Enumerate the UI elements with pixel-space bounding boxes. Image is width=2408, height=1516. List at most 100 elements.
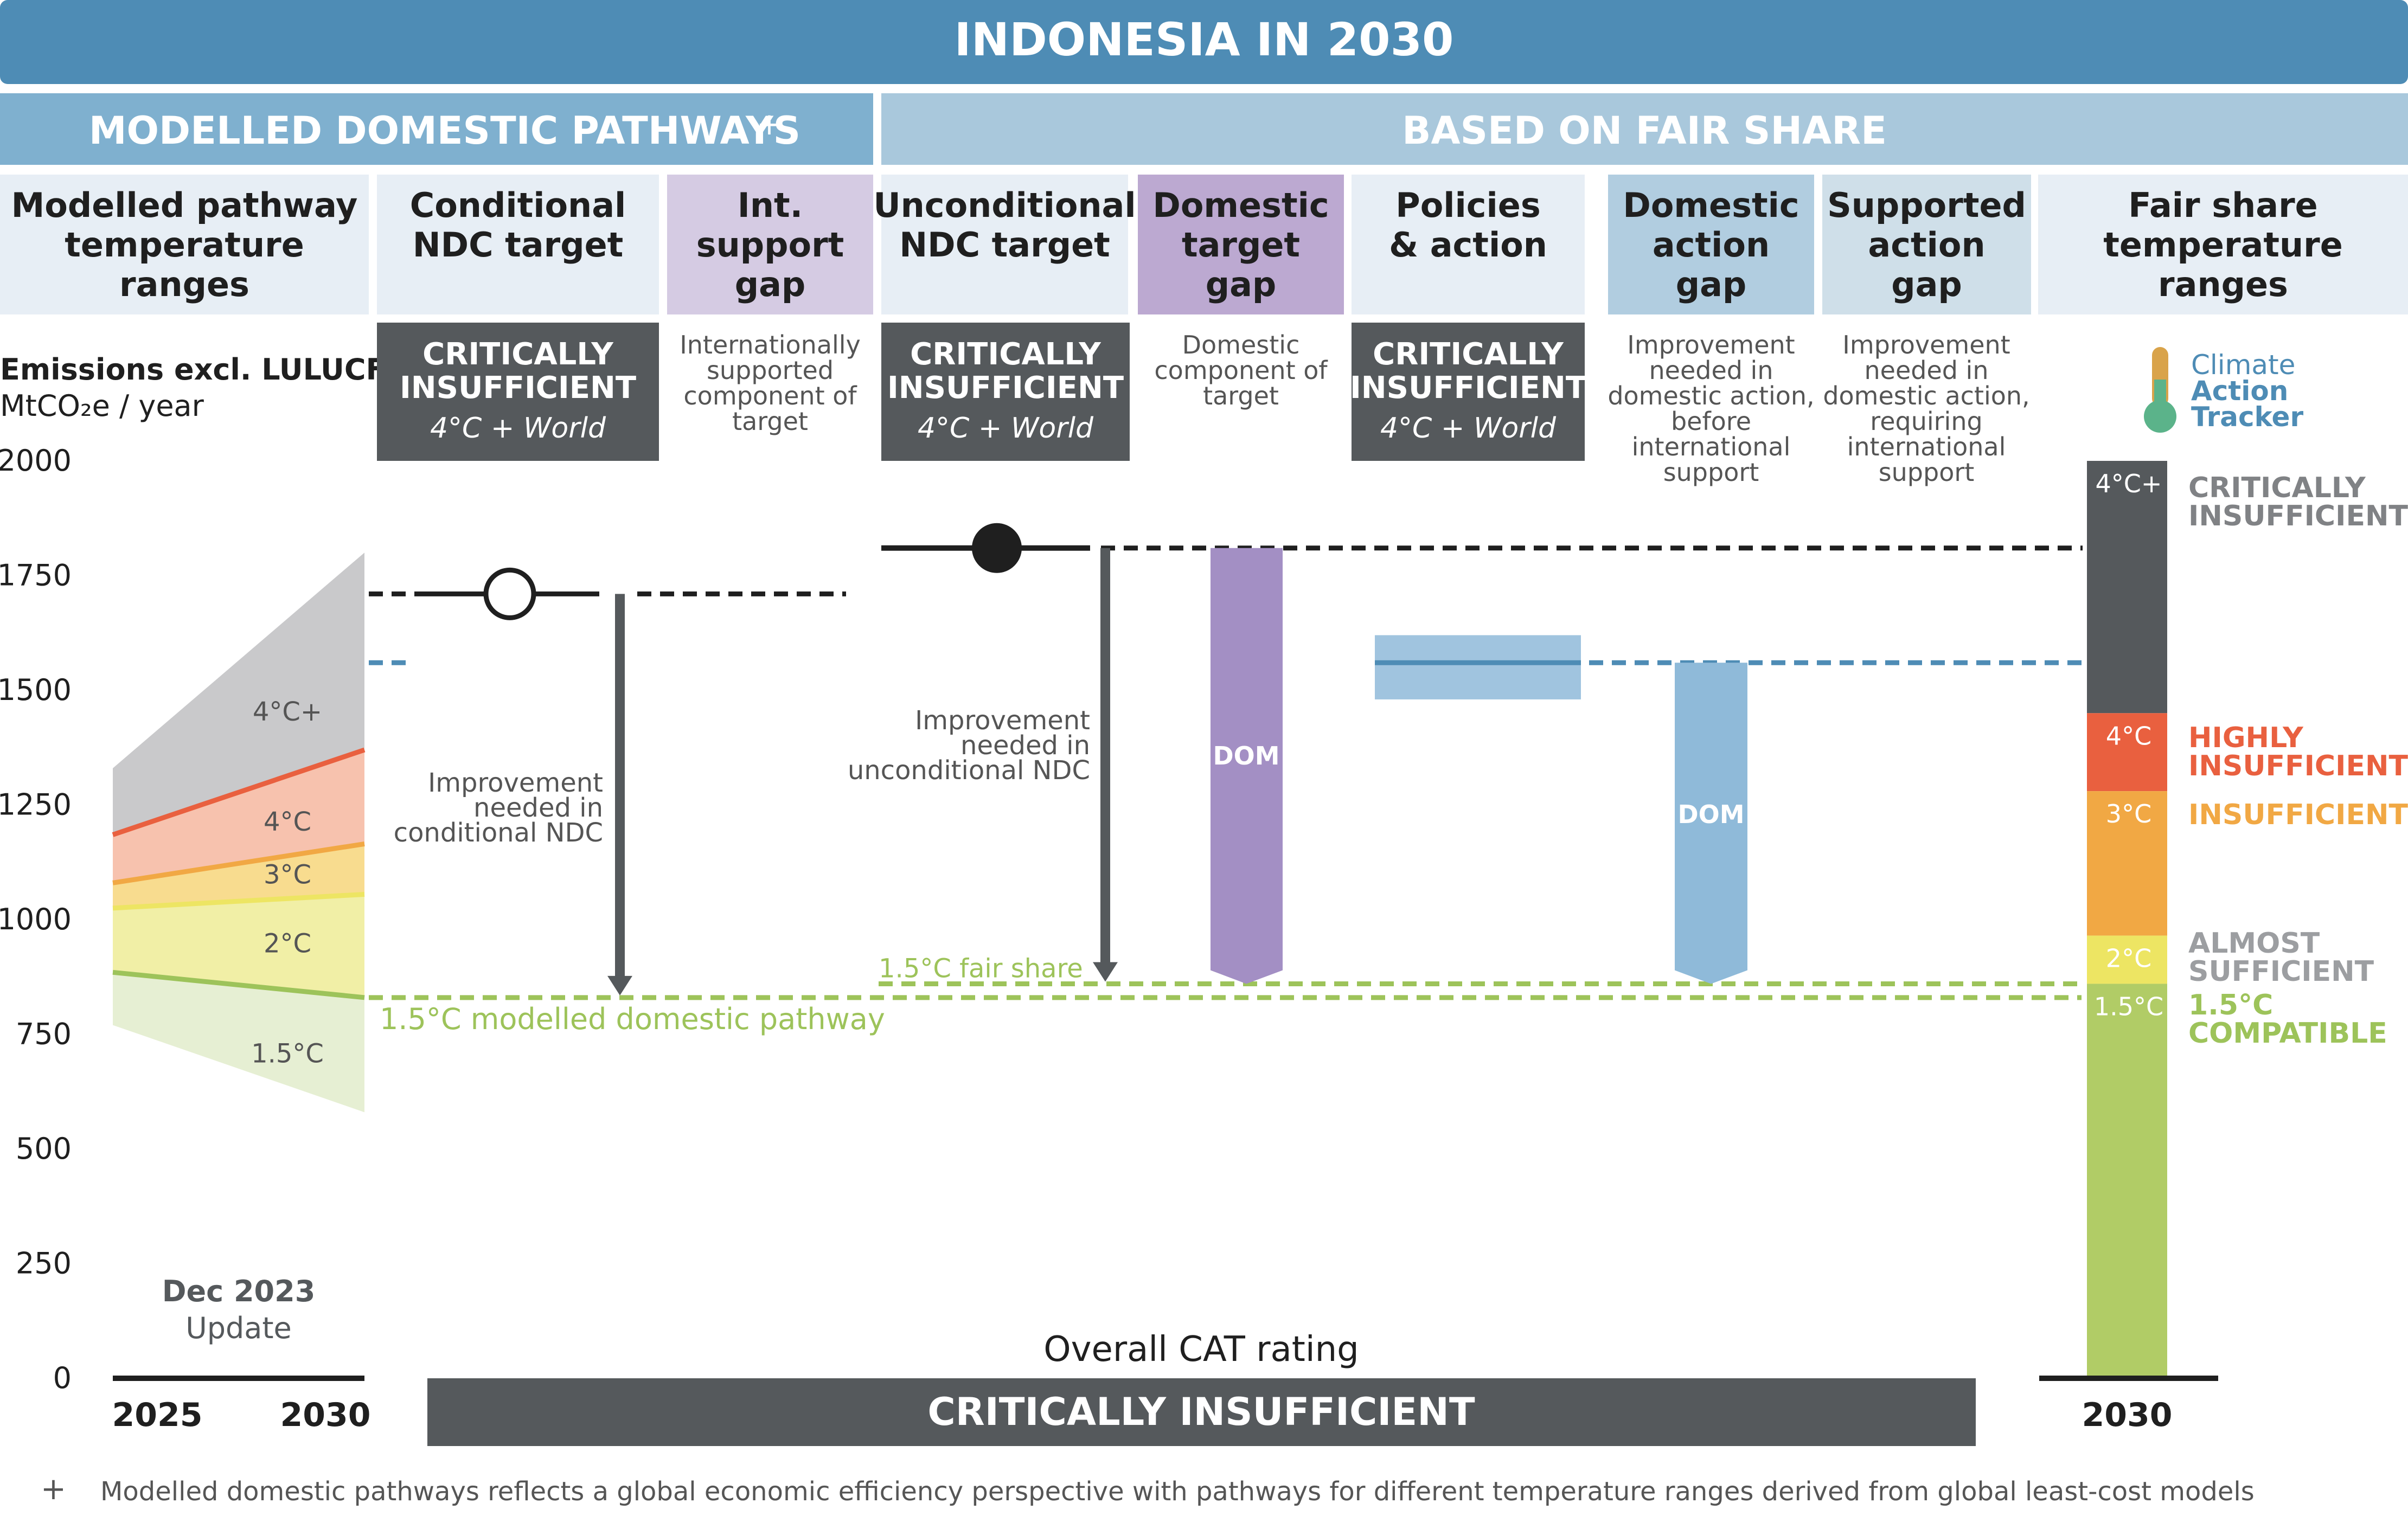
column-header-bg — [2038, 175, 2408, 314]
column-header-label: gap — [1676, 265, 1747, 304]
column-description: needed in — [1649, 356, 1773, 385]
x-tick-label: 2025 — [112, 1396, 203, 1434]
conditional-arrow-head — [607, 975, 632, 995]
column-description: component of — [1154, 356, 1328, 385]
y-tick-label: 750 — [16, 1017, 72, 1051]
column-description: domestic action, — [1823, 381, 2029, 410]
scale-temp-label: 4°C — [2106, 721, 2151, 750]
rating-label: CRITICALLY — [910, 337, 1101, 372]
footnote-marker: + — [41, 1472, 66, 1507]
y-axis-unit: MtCO₂e / year — [0, 389, 204, 423]
column-header-bg — [377, 175, 659, 314]
rating-label: INSUFFICIENT — [887, 370, 1124, 406]
scale-rating-label: CRITICALLY — [2188, 472, 2366, 504]
rating-label: INSUFFICIENT — [1350, 370, 1586, 406]
column-description: target — [732, 407, 808, 436]
column-header-bg — [881, 175, 1128, 314]
x-tick-label: 2030 — [280, 1396, 371, 1434]
scale-temp-label: 3°C — [2106, 799, 2151, 828]
scale-temp-label: 1.5°C — [2094, 992, 2163, 1021]
column-header-label: ranges — [2158, 265, 2288, 304]
band-label: 4°C — [264, 807, 311, 837]
logo-text: Tracker — [2191, 401, 2303, 433]
rating-label: INSUFFICIENT — [400, 370, 636, 406]
y-axis-label: Emissions excl. LULUCF — [0, 352, 386, 387]
policies-range-box — [1375, 635, 1581, 699]
improve-conditional-label: Improvement — [428, 768, 603, 798]
scale-rating-label: HIGHLY — [2188, 722, 2304, 754]
page-title: INDONESIA IN 2030 — [955, 13, 1454, 66]
boundary-line — [112, 969, 365, 1000]
rating-label: CRITICALLY — [422, 337, 614, 372]
column-header-label: Fair share — [2128, 185, 2317, 225]
band-label: 3°C — [264, 859, 311, 890]
rating-label: CRITICALLY — [1373, 337, 1564, 372]
column-header-label: support — [696, 225, 844, 265]
column-description: requiring — [1870, 407, 1982, 436]
improve-conditional-label: needed in — [473, 793, 603, 823]
column-header-label: action — [1653, 225, 1770, 265]
column-header-bg — [1608, 175, 1814, 314]
scale-segment — [2087, 713, 2167, 792]
scale-rating-label: INSUFFICIENT — [2188, 799, 2408, 831]
fair-share-section-title: BASED ON FAIR SHARE — [1402, 108, 1887, 153]
band-2c — [113, 894, 364, 998]
column-description: Improvement — [1842, 330, 2010, 359]
band-3c — [113, 844, 364, 908]
rating-sub: 4°C + World — [918, 412, 1094, 445]
improve-unconditional-label: unconditional NDC — [848, 755, 1090, 786]
band-1-5c — [113, 972, 364, 1113]
column-header-bg — [667, 175, 873, 314]
dom-label: DOM — [1677, 800, 1744, 829]
fair-share-header — [881, 93, 2408, 165]
column-header-label: Unconditional — [873, 185, 1136, 225]
column-header-label: Modelled pathway — [11, 185, 358, 225]
modelled-section-title: MODELLED DOMESTIC PATHWAYS — [89, 108, 800, 153]
scale-rating-label: INSUFFICIENT — [2188, 500, 2408, 532]
conditional-target-marker — [483, 567, 536, 620]
y-tick-label: 250 — [16, 1247, 72, 1281]
band-label: 4°C+ — [253, 697, 322, 727]
y-tick-label: 2000 — [0, 444, 72, 478]
column-description: Internationally — [680, 330, 861, 359]
scale-rating-label: INSUFFICIENT — [2188, 750, 2408, 782]
improve-conditional-label: conditional NDC — [394, 818, 603, 848]
column-header-bg — [1138, 175, 1344, 314]
improve-unconditional-label: needed in — [960, 730, 1090, 761]
column-description: needed in — [1864, 356, 1988, 385]
column-description: Domestic — [1182, 330, 1300, 359]
column-header-label: Domestic — [1152, 185, 1329, 225]
column-header-bg — [0, 175, 369, 314]
column-description: supported — [707, 356, 834, 385]
y-tick-label: 0 — [53, 1361, 72, 1395]
update-label: Update — [185, 1311, 292, 1345]
column-header-label: target — [1182, 225, 1300, 265]
x-tick-label: 2030 — [2082, 1396, 2173, 1434]
rating-sub: 4°C + World — [430, 412, 606, 445]
scale-temp-label: 4°C+ — [2096, 469, 2162, 498]
column-header-label: Int. — [738, 185, 803, 225]
column-description: domestic action, — [1608, 381, 1814, 410]
rating-sub: 4°C + World — [1380, 412, 1557, 445]
modelled-marker: + — [757, 107, 782, 142]
column-header-label: Domestic — [1623, 185, 1799, 225]
update-date: Dec 2023 — [162, 1274, 316, 1308]
scale-segment — [2087, 461, 2167, 714]
y-tick-label: 500 — [16, 1132, 72, 1166]
rating-box — [1352, 323, 1585, 461]
scale-rating-label: COMPATIBLE — [2188, 1017, 2387, 1050]
column-description: component of — [683, 381, 857, 410]
column-header-label: temperature — [2103, 225, 2343, 265]
column-header-label: NDC target — [899, 225, 1110, 265]
boundary-line — [112, 747, 366, 837]
scale-rating-label: SUFFICIENT — [2188, 955, 2374, 988]
overall-rating-box — [427, 1378, 1976, 1446]
thermometer-icon — [2144, 400, 2176, 433]
unconditional-target-marker — [972, 523, 1022, 573]
column-description: support — [1663, 458, 1759, 487]
column-header-label: action — [1868, 225, 1985, 265]
domestic-action-gap-bar — [1675, 663, 1747, 984]
modelled-header — [0, 93, 873, 165]
column-header-label: temperature — [65, 225, 304, 265]
